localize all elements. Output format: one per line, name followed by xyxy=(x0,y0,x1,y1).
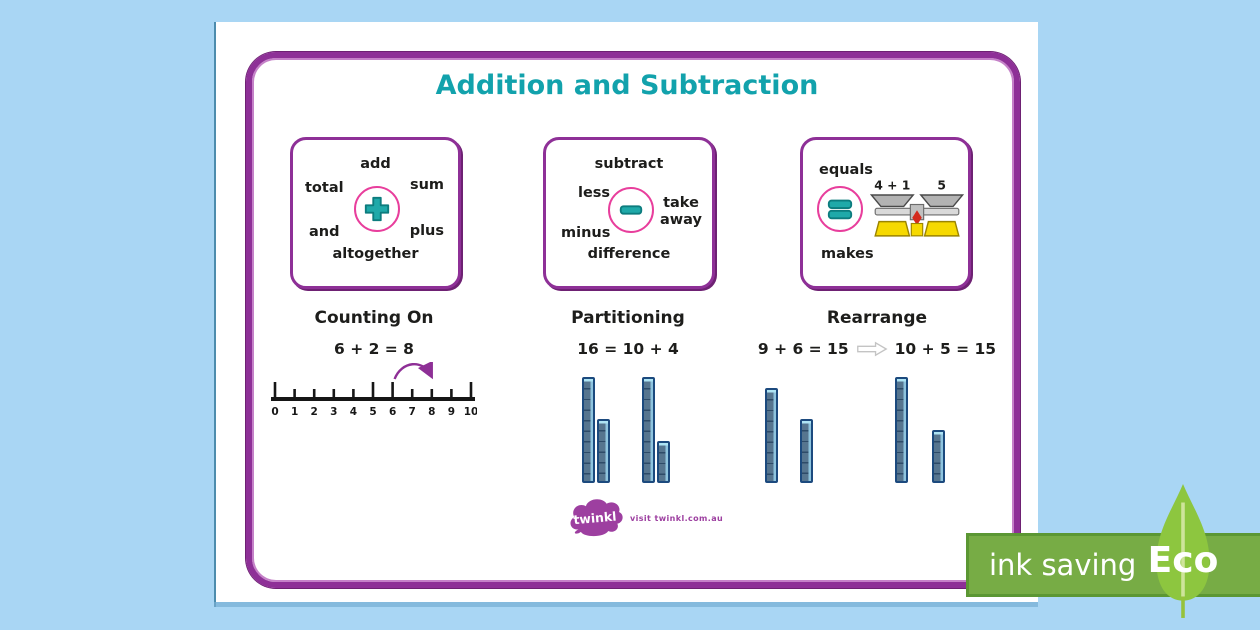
twinkl-logo: twinkl xyxy=(570,499,623,537)
word-makes: makes xyxy=(821,246,874,262)
balance-scale-icon: 4 + 1 5 xyxy=(869,178,965,237)
word-less: less xyxy=(578,185,611,201)
word-minus: minus xyxy=(561,225,611,241)
rearrange-equation-before: 9 + 6 = 15 xyxy=(757,340,849,358)
base-ten-rod-10 xyxy=(582,377,595,483)
plus-circle xyxy=(354,186,400,232)
equals-words-box: equals makes 4 + 1 5 xyxy=(800,137,971,289)
eco-badge-text: Eco xyxy=(1147,540,1219,581)
scale-left-label: 4 + 1 xyxy=(874,178,910,192)
twinkl-logo-text: twinkl xyxy=(573,509,617,528)
visit-url-text: visit twinkl.com.au xyxy=(630,514,724,523)
number-line-label: 6 xyxy=(389,406,396,418)
minus-circle xyxy=(608,187,654,233)
subtraction-words-box: subtract less minus take away difference xyxy=(543,137,715,289)
number-line-label: 7 xyxy=(409,406,416,418)
ink-saving-banner: ink saving xyxy=(966,533,1260,597)
number-line-label: 4 xyxy=(350,406,357,418)
equals-icon xyxy=(827,199,853,220)
minus-icon xyxy=(619,205,643,215)
word-add: add xyxy=(360,156,391,172)
counting-on-title: Counting On xyxy=(314,308,434,328)
purple-frame xyxy=(246,52,1020,588)
word-take-away: take away xyxy=(660,195,702,228)
word-and: and xyxy=(309,224,340,240)
scale-right-label: 5 xyxy=(937,178,946,192)
word-subtract: subtract xyxy=(594,156,664,172)
eco-leaf-icon xyxy=(1156,484,1210,618)
partitioning-equation: 16 = 10 + 4 xyxy=(577,340,679,358)
number-line-label: 8 xyxy=(428,406,435,418)
ink-saving-label: ink saving xyxy=(989,548,1137,582)
page-title: Addition and Subtraction xyxy=(435,70,819,101)
word-difference: difference xyxy=(587,246,671,262)
worksheet-page: Addition and Subtraction add total sum a… xyxy=(216,22,1038,602)
partitioning-title: Partitioning xyxy=(571,308,685,328)
counting-on-equation: 6 + 2 = 8 xyxy=(334,340,414,358)
number-line-label: 1 xyxy=(291,406,298,418)
number-line-label: 0 xyxy=(271,406,278,418)
base-ten-rod-4 xyxy=(657,441,670,483)
base-ten-rod-6 xyxy=(800,419,813,483)
rearrange-title: Rearrange xyxy=(826,308,928,328)
number-line-label: 2 xyxy=(311,406,318,418)
number-line-label: 10 xyxy=(464,406,477,418)
word-equals: equals xyxy=(819,162,873,178)
base-ten-rod-10 xyxy=(642,377,655,483)
word-total: total xyxy=(305,180,344,196)
number-line-label: 5 xyxy=(369,406,376,418)
rearrange-equations: 9 + 6 = 15 10 + 5 = 15 xyxy=(727,340,1027,358)
jump-arrow xyxy=(393,362,433,380)
base-ten-rod-9 xyxy=(765,388,778,483)
number-line-label: 9 xyxy=(448,406,455,418)
rearrange-arrow-icon xyxy=(856,341,888,357)
number-line-label: 3 xyxy=(330,406,337,418)
plus-icon xyxy=(364,196,390,222)
rearrange-equation-after: 10 + 5 = 15 xyxy=(894,340,997,358)
base-ten-rod-6 xyxy=(597,419,610,483)
equals-circle xyxy=(817,186,863,232)
word-sum: sum xyxy=(409,177,444,193)
base-ten-rod-5 xyxy=(932,430,945,483)
addition-words-box: add total sum and plus altogether xyxy=(290,137,461,289)
word-altogether: altogether xyxy=(332,246,419,262)
word-plus: plus xyxy=(409,223,444,239)
base-ten-rod-10 xyxy=(895,377,908,483)
